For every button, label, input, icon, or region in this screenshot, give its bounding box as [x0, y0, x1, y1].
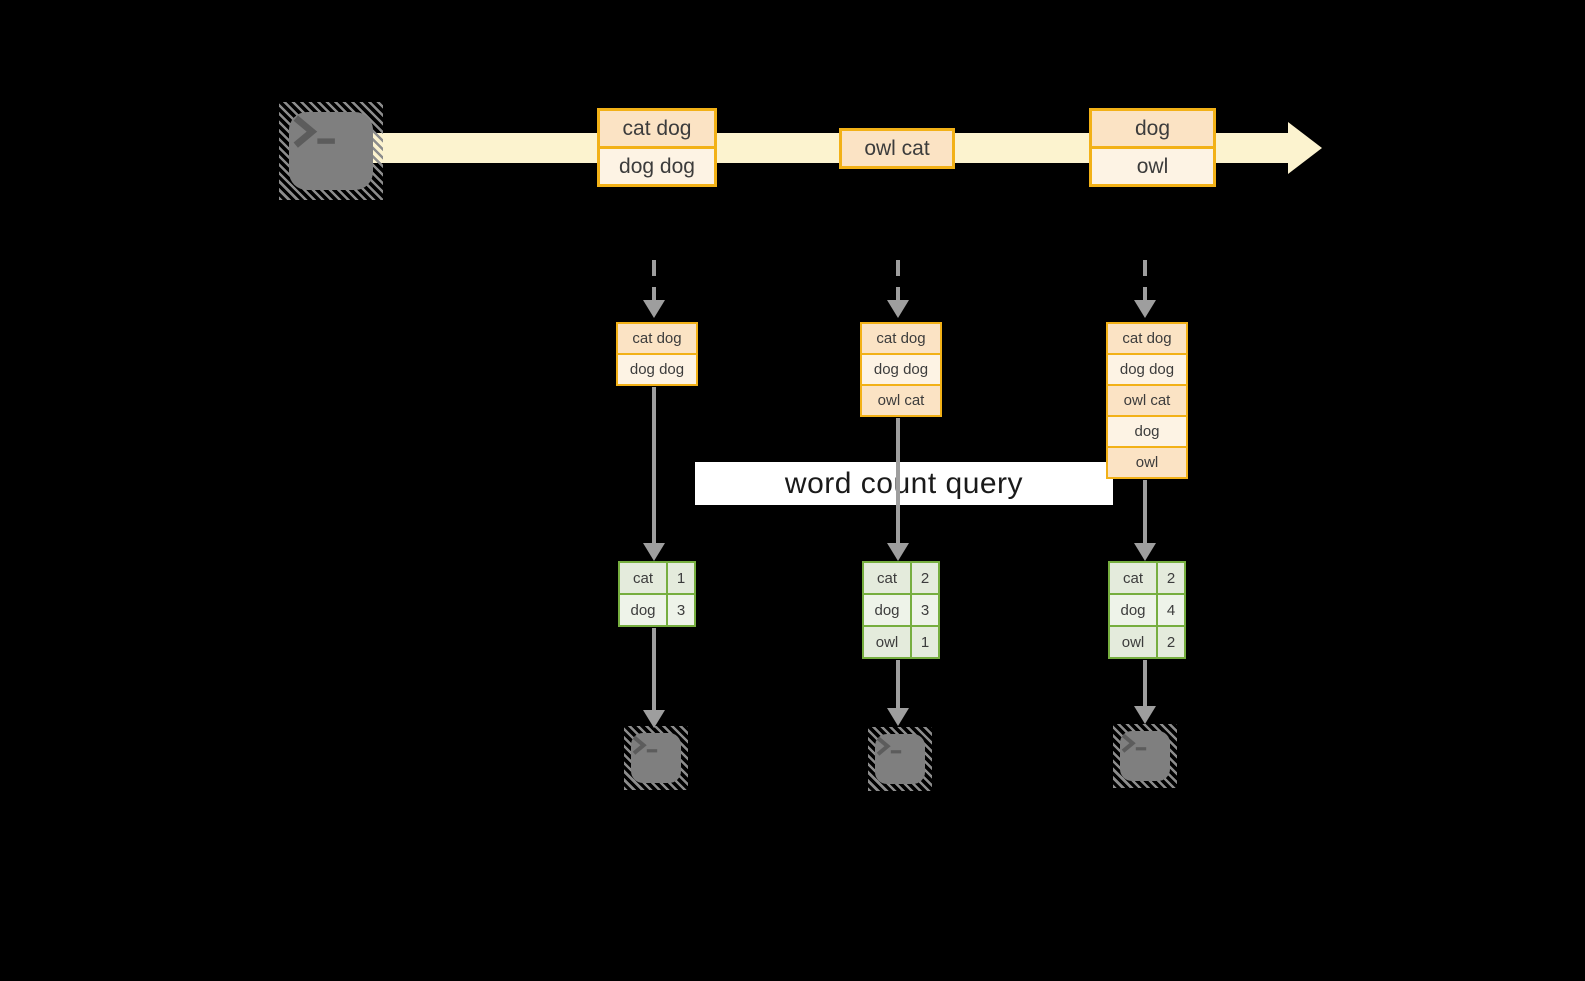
batch-item: dog: [1092, 111, 1213, 146]
batch-item: cat dog: [600, 111, 714, 146]
terminal-icon: [1113, 724, 1177, 788]
state-box-3: cat dog dog dog owl cat dog owl: [1106, 322, 1188, 479]
state-item: owl: [1108, 448, 1186, 477]
count-value-cell: 1: [668, 563, 694, 593]
count-value-cell: 1: [912, 627, 938, 657]
stream-batch-2: owl cat: [839, 128, 955, 169]
count-value-cell: 2: [912, 563, 938, 593]
flow-arrow-line: [1143, 660, 1147, 708]
dashed-arrow-line: [652, 260, 656, 302]
count-word-cell: owl: [1110, 627, 1156, 657]
state-item: cat dog: [618, 324, 696, 353]
stream-batch-3: dog owl: [1089, 108, 1216, 187]
dashed-arrow-head: [643, 300, 665, 318]
terminal-icon: [868, 727, 932, 791]
terminal-prompt-glyph: [293, 115, 335, 148]
batch-item: dog dog: [600, 149, 714, 184]
word-count-table-1: cat 1 dog 3: [618, 561, 696, 627]
flow-arrow-head: [643, 543, 665, 561]
state-item: dog dog: [862, 355, 940, 384]
count-value-cell: 3: [668, 595, 694, 625]
state-box-1: cat dog dog dog: [616, 322, 698, 386]
dashed-arrow-line: [896, 260, 900, 302]
count-word-cell: dog: [620, 595, 666, 625]
stream-arrow-head: [1288, 122, 1322, 174]
count-value-cell: 3: [912, 595, 938, 625]
terminal-prompt-glyph: [1121, 733, 1147, 753]
flow-arrow-line: [652, 628, 656, 712]
state-box-2: cat dog dog dog owl cat: [860, 322, 942, 417]
flow-arrow-line: [652, 387, 656, 545]
dashed-arrow-head: [887, 300, 909, 318]
flow-arrow-head: [643, 710, 665, 728]
dashed-arrow-head: [1134, 300, 1156, 318]
count-value-cell: 2: [1158, 627, 1184, 657]
dashed-arrow-line: [1143, 260, 1147, 302]
state-item: owl cat: [1108, 386, 1186, 415]
word-count-table-2: cat 2 dog 3 owl 1: [862, 561, 940, 659]
state-item: cat dog: [862, 324, 940, 353]
flow-arrow-head: [1134, 543, 1156, 561]
word-count-table-3: cat 2 dog 4 owl 2: [1108, 561, 1186, 659]
count-value-cell: 2: [1158, 563, 1184, 593]
state-item: owl cat: [862, 386, 940, 415]
count-value-cell: 4: [1158, 595, 1184, 625]
count-word-cell: cat: [864, 563, 910, 593]
state-item: dog: [1108, 417, 1186, 446]
flow-arrow-line: [896, 418, 900, 545]
flow-arrow-line: [1143, 480, 1147, 545]
terminal-icon: [624, 726, 688, 790]
count-word-cell: dog: [1110, 595, 1156, 625]
batch-item: owl cat: [842, 131, 952, 166]
count-word-cell: dog: [864, 595, 910, 625]
flow-arrow-head: [1134, 706, 1156, 724]
terminal-prompt-glyph: [632, 735, 658, 755]
count-word-cell: owl: [864, 627, 910, 657]
terminal-prompt-glyph: [876, 736, 902, 756]
state-item: dog dog: [618, 355, 696, 384]
terminal-icon: [279, 102, 383, 200]
stream-batch-1: cat dog dog dog: [597, 108, 717, 187]
batch-item: owl: [1092, 149, 1213, 184]
flow-arrow-head: [887, 543, 909, 561]
count-word-cell: cat: [620, 563, 666, 593]
flow-arrow-head: [887, 708, 909, 726]
state-item: cat dog: [1108, 324, 1186, 353]
flow-arrow-line: [896, 660, 900, 710]
query-label: word count query: [695, 462, 1113, 505]
state-item: dog dog: [1108, 355, 1186, 384]
count-word-cell: cat: [1110, 563, 1156, 593]
